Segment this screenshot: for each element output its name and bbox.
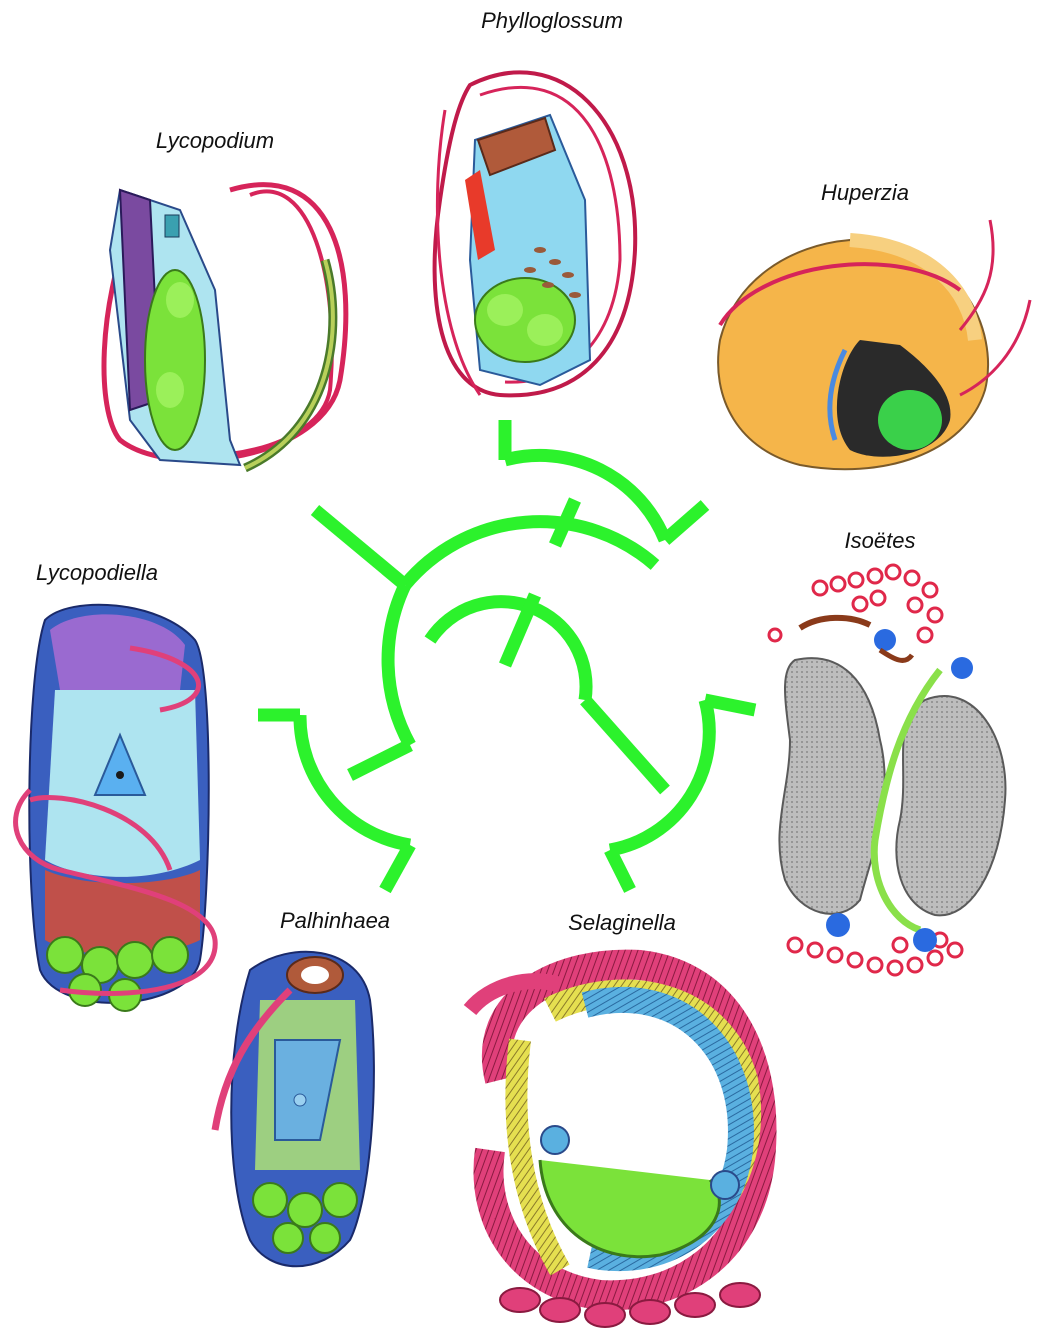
label-palhinhaea: Palhinhaea	[280, 908, 390, 933]
label-lycopodium: Lycopodium	[156, 128, 274, 153]
illustration-palhinhaea	[215, 952, 374, 1266]
label-lycopodiella: Lycopodiella	[36, 560, 158, 585]
illustration-selaginella	[470, 965, 762, 1327]
illustration-huperzia	[718, 220, 1030, 469]
tree-branch-huperzia	[665, 505, 705, 540]
illustration-lycopodiella	[16, 605, 216, 1011]
tree-branch-lycopodiella-clade	[350, 745, 410, 775]
label-phylloglossum: Phylloglossum	[481, 8, 623, 33]
tree-branch-palhinhaea	[385, 845, 410, 890]
tree-branch-heterospore-clade	[585, 700, 665, 790]
tree-branch-outer-upper	[405, 522, 655, 585]
illustration-phylloglossum	[435, 72, 636, 395]
tree-branch-outer-lower	[388, 585, 410, 745]
tree-branch-huperzia-clade-stem	[555, 500, 575, 545]
tree-branch-lycopodiella-arc	[300, 715, 410, 845]
label-isoetes: Isoëtes	[845, 528, 916, 553]
tree-branch-lycopodium	[315, 510, 405, 585]
phylogenetic-tree	[258, 420, 755, 890]
label-huperzia: Huperzia	[821, 180, 909, 205]
tree-branch-selaginella	[610, 850, 630, 890]
label-selaginella: Selaginella	[568, 910, 676, 935]
illustration-isoetes	[769, 565, 1005, 975]
illustration-lycopodium	[104, 185, 346, 468]
